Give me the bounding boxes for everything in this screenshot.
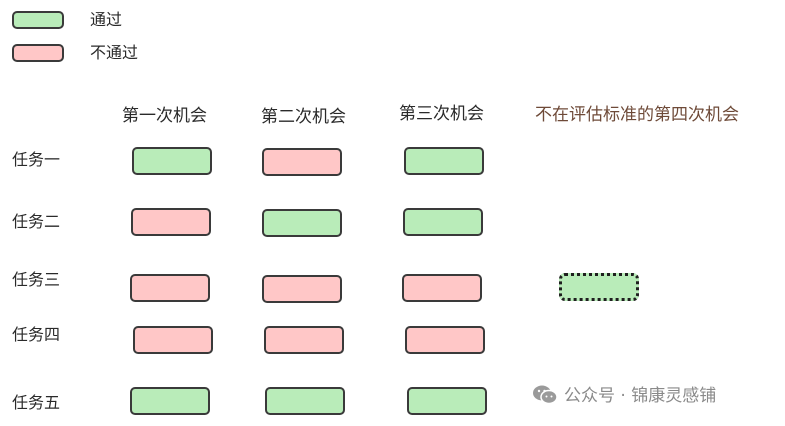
- watermark-text: 公众号 · 锦康灵感铺: [564, 386, 717, 406]
- column-header-3: 第三次机会: [399, 104, 484, 124]
- cell-r5-c1: [130, 387, 210, 415]
- row-label-1: 任务一: [12, 150, 61, 169]
- cell-r2-c1: [131, 208, 211, 236]
- cell-r5-c3: [407, 387, 487, 415]
- cell-r1-c1: [132, 147, 212, 175]
- legend-label-pass: 通过: [90, 10, 123, 29]
- column-header-2: 第二次机会: [261, 107, 346, 127]
- cell-r2-c2: [262, 209, 342, 237]
- cell-r4-c2: [264, 326, 344, 354]
- cell-r5-c2: [265, 387, 345, 415]
- column-header-1: 第一次机会: [122, 106, 207, 126]
- cell-r3-c1: [130, 274, 210, 302]
- row-label-5: 任务五: [12, 393, 61, 412]
- legend-swatch-fail: [12, 44, 64, 62]
- cell-r1-c2: [262, 148, 342, 176]
- wechat-icon: [533, 385, 558, 405]
- row-label-3: 任务三: [12, 270, 61, 289]
- row-label-4: 任务四: [12, 325, 61, 344]
- column-header-extra: 不在评估标准的第四次机会: [535, 105, 739, 125]
- cell-r4-c1: [133, 326, 213, 354]
- cell-r2-c3: [403, 208, 483, 236]
- cell-r3-c3: [402, 274, 482, 302]
- cell-r3-c2: [262, 275, 342, 303]
- cell-r4-c3: [405, 326, 485, 354]
- legend-label-fail: 不通过: [90, 43, 139, 62]
- cell-r3-extra: [559, 273, 639, 301]
- legend-swatch-pass: [12, 11, 64, 29]
- cell-r1-c3: [404, 147, 484, 175]
- row-label-2: 任务二: [12, 212, 61, 231]
